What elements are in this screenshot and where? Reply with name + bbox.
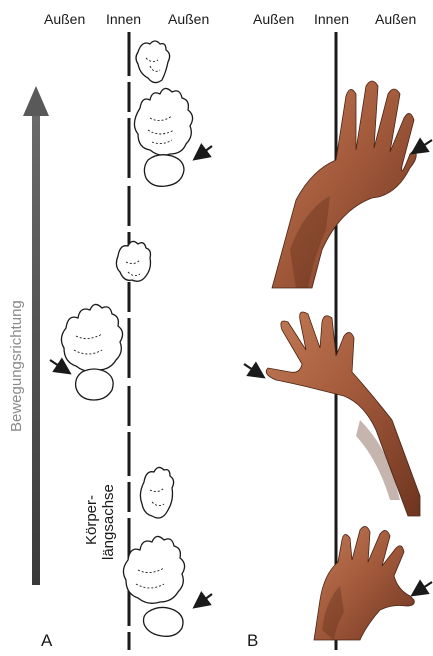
footprint-manus-3 bbox=[140, 467, 173, 518]
footprint-manus-1 bbox=[136, 41, 170, 83]
direction-label: Bewegungsrichtung bbox=[8, 300, 25, 432]
panel-a: Außen Innen Außen Bewegungsrichtung Körp… bbox=[8, 11, 212, 650]
axis-label-line2: längsachse bbox=[100, 484, 117, 560]
footprint-manus-2 bbox=[116, 241, 150, 281]
panel-a-col-right: Außen bbox=[168, 11, 209, 27]
panel-b: Außen Innen Außen B bbox=[244, 11, 432, 650]
panel-a-col-center: Innen bbox=[106, 11, 141, 27]
hand-image-2 bbox=[266, 312, 420, 516]
panel-b-col-center: Innen bbox=[314, 11, 349, 27]
axis-label-line1: Körper- bbox=[83, 495, 100, 545]
indicator-arrow-a2 bbox=[50, 360, 68, 372]
indicator-arrow-a1 bbox=[196, 146, 212, 158]
footprint-pes-2 bbox=[61, 304, 122, 400]
indicator-arrow-b3 bbox=[414, 582, 432, 594]
panel-b-col-right: Außen bbox=[375, 11, 416, 27]
panel-a-label: A bbox=[41, 631, 53, 650]
panel-a-col-left: Außen bbox=[44, 11, 85, 27]
hand-image-1 bbox=[272, 81, 416, 288]
indicator-arrow-b2 bbox=[244, 364, 262, 376]
direction-arrow bbox=[23, 86, 49, 585]
footprint-pes-3 bbox=[123, 536, 184, 636]
panel-b-col-left: Außen bbox=[253, 11, 294, 27]
indicator-arrow-b1 bbox=[414, 140, 432, 152]
hand-image-3 bbox=[314, 526, 414, 640]
panel-b-label: B bbox=[247, 631, 258, 650]
footprint-pes-1 bbox=[134, 88, 192, 186]
indicator-arrow-a3 bbox=[196, 594, 212, 606]
